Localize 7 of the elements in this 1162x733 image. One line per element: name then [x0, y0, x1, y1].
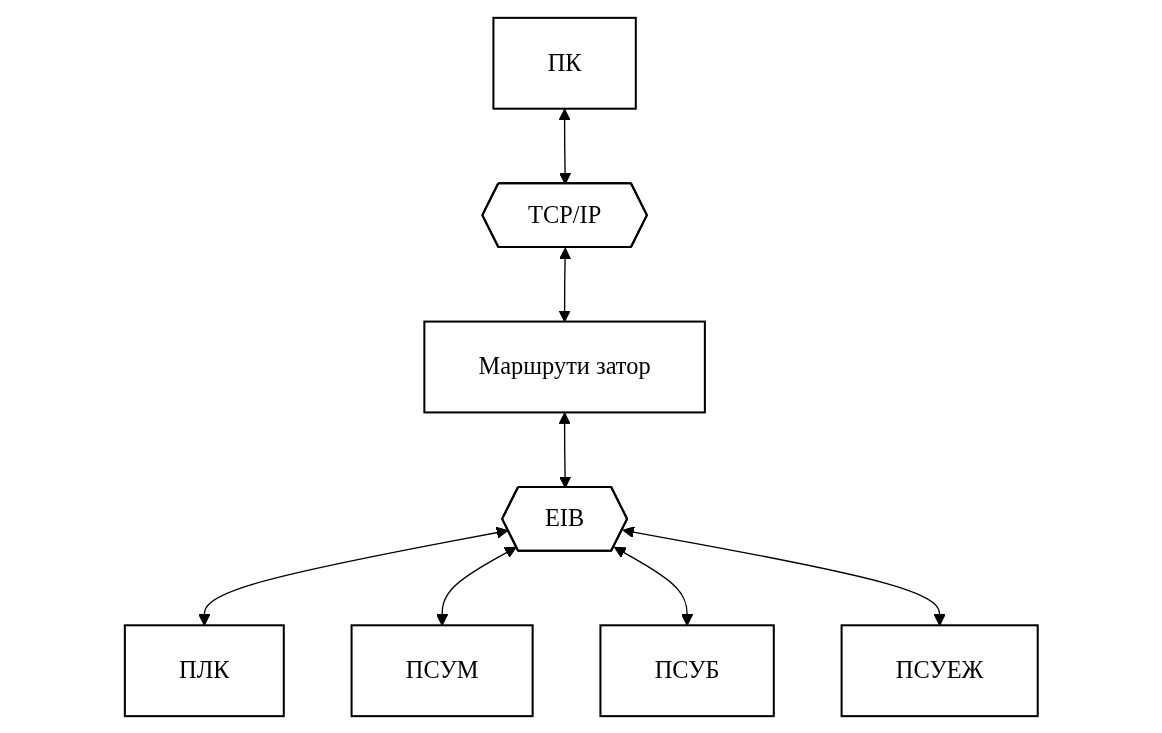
node-box: Маршрути затор: [423, 320, 706, 413]
node-box: ПСУБ: [599, 623, 775, 717]
node-box: ПСУМ: [350, 623, 534, 717]
arrow: [558, 247, 571, 322]
node-box: ПК: [492, 16, 637, 110]
node-box: ПСУЕЖ: [840, 623, 1039, 717]
node-box: ПЛК: [123, 623, 285, 717]
